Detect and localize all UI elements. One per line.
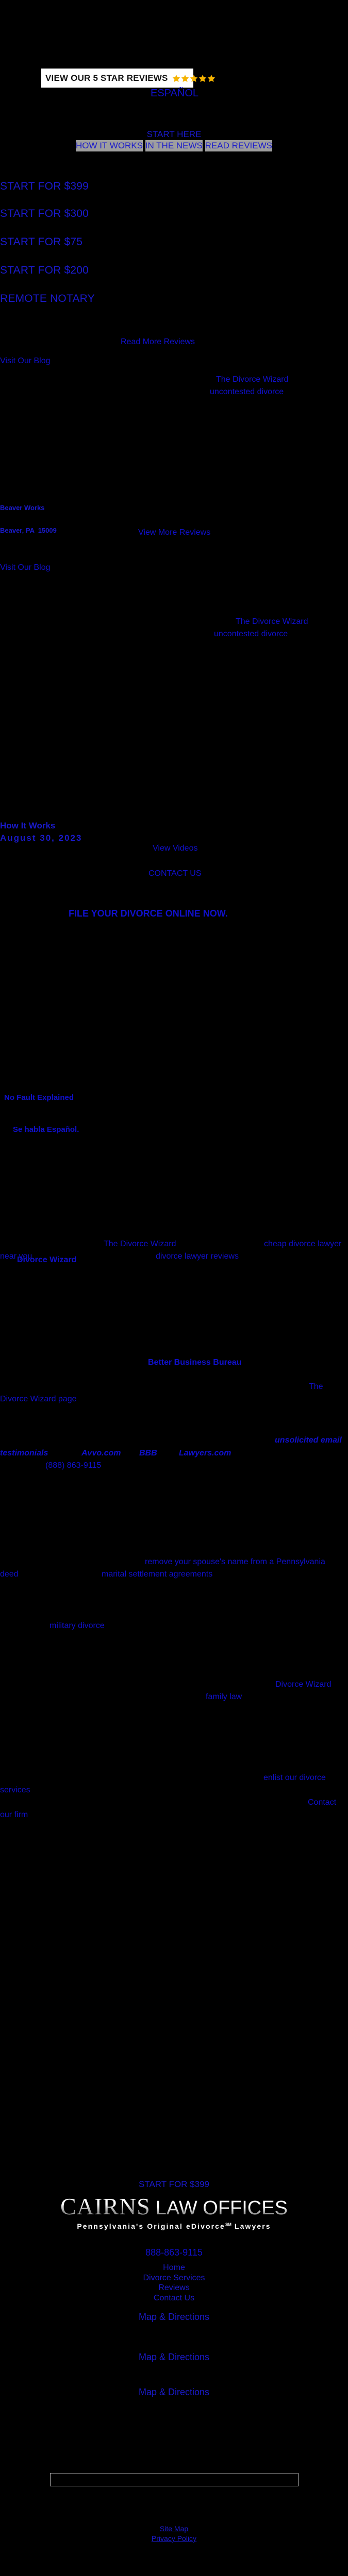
uncontested-divorce-link-2[interactable]: uncontested divorce <box>214 630 288 638</box>
view-videos-link[interactable]: View Videos <box>153 844 198 853</box>
top-nav: START HERE HOW IT WORKS IN THE NEWS READ… <box>0 129 348 151</box>
brand-name-primary: CAIRNS <box>60 2193 151 2219</box>
contact-link[interactable]: Contact <box>308 1798 337 1807</box>
footer-link-divorce-services[interactable]: Divorce Services <box>143 2273 205 2282</box>
near-you-link[interactable]: near you <box>0 1252 32 1261</box>
services-link[interactable]: services <box>0 1786 30 1794</box>
lawyers-com-link[interactable]: Lawyers.com <box>179 1449 231 1458</box>
the-divorce-wizard-link-3[interactable]: The Divorce Wizard <box>104 1240 176 1248</box>
no-fault-explained-link[interactable]: No Fault Explained <box>4 1093 74 1102</box>
family-law-link[interactable]: family law <box>206 1692 242 1701</box>
cta-start-399[interactable]: START FOR $399 <box>0 180 89 192</box>
divorce-wizard-page-link[interactable]: Divorce Wizard page <box>0 1395 77 1403</box>
contact-us-link[interactable]: CONTACT US <box>148 869 202 878</box>
phone-link-mid[interactable]: (888) 863-9115 <box>45 1461 102 1470</box>
how-it-works-date: August 30, 2023 <box>0 833 82 843</box>
deed-link[interactable]: deed <box>0 1570 19 1579</box>
read-more-reviews-link[interactable]: Read More Reviews <box>121 337 195 346</box>
footer-nav: Home Divorce Services Reviews Contact Us <box>0 2263 348 2303</box>
review-badge-label: VIEW OUR 5 STAR REVIEWS <box>45 73 168 83</box>
footer-phone-link[interactable]: 888-863-9115 <box>145 2247 203 2258</box>
view-more-reviews-link[interactable]: View More Reviews <box>138 528 211 537</box>
se-habla-espanol-link[interactable]: Se habla Español. <box>13 1125 79 1134</box>
footer-link-reviews[interactable]: Reviews <box>158 2283 190 2293</box>
better-business-bureau-link[interactable]: Better Business Bureau <box>148 1358 242 1367</box>
cta-start-75[interactable]: START FOR $75 <box>0 236 83 248</box>
the-divorce-wizard-link-2[interactable]: The Divorce Wizard <box>236 617 308 626</box>
nav-item-how-it-works[interactable]: HOW IT WORKS <box>76 140 143 151</box>
cta-remote-notary[interactable]: REMOTE NOTARY <box>0 293 95 304</box>
brand-tagline-suffix: Lawyers <box>231 2222 271 2230</box>
the-text-link[interactable]: The <box>309 1382 323 1391</box>
divorce-wizard-bold-link[interactable]: Divorce Wizard <box>17 1256 77 1264</box>
footer-link-home[interactable]: Home <box>163 2263 185 2272</box>
divorce-wizard-link-4[interactable]: Divorce Wizard <box>275 1680 332 1689</box>
footer-link-contact-us[interactable]: Contact Us <box>153 2293 195 2302</box>
cheap-divorce-lawyer-link[interactable]: cheap divorce lawyer <box>264 1240 342 1248</box>
bbb-link[interactable]: BBB <box>139 1449 157 1458</box>
brand-tagline: Pennsylvania's Original eDivorceSM Lawye… <box>0 2222 348 2230</box>
star-icon <box>190 74 198 82</box>
map-directions-link-2[interactable]: Map & Directions <box>138 2352 210 2362</box>
map-directions-link-1[interactable]: Map & Directions <box>138 2312 210 2322</box>
remove-spouse-name-link[interactable]: remove your spouse's name from a Pennsyl… <box>145 1557 325 1566</box>
how-it-works-heading: How It Works <box>0 821 56 831</box>
nav-item-start-here[interactable]: START HERE <box>146 129 202 139</box>
address-line-2: Beaver, PA 15009 <box>0 526 57 534</box>
uncontested-divorce-link[interactable]: uncontested divorce <box>210 387 284 396</box>
nav-item-in-the-news[interactable]: IN THE NEWS <box>145 140 203 151</box>
brand-tagline-prefix: Pennsylvania's Original eDivorce <box>77 2222 225 2230</box>
visit-our-blog-link[interactable]: Visit Our Blog <box>0 563 51 572</box>
star-icon <box>198 74 207 82</box>
star-rating <box>172 74 216 82</box>
brand-name-secondary: LAW OFFICES <box>155 2197 288 2219</box>
testimonials-link[interactable]: testimonials <box>0 1449 48 1458</box>
nav-item-read-reviews[interactable]: READ REVIEWS <box>205 140 272 151</box>
address-line-1: Beaver Works <box>0 504 45 512</box>
marital-settlement-agreements-link[interactable]: marital settlement agreements <box>102 1570 213 1579</box>
divorce-lawyer-reviews-link[interactable]: divorce lawyer reviews <box>156 1252 239 1261</box>
footer-cta-start-399[interactable]: START FOR $399 <box>139 2179 209 2189</box>
file-online-link[interactable]: FILE YOUR DIVORCE ONLINE NOW. <box>69 908 228 919</box>
visit-our-blog-link-top[interactable]: Visit Our Blog <box>0 357 51 365</box>
review-badge[interactable]: VIEW OUR 5 STAR REVIEWS <box>41 69 215 88</box>
unsolicited-email-link[interactable]: unsolicited email <box>275 1436 342 1445</box>
cta-start-300[interactable]: START FOR $300 <box>0 208 89 219</box>
site-map-link[interactable]: Site Map <box>159 2524 189 2533</box>
star-icon <box>181 74 189 82</box>
map-directions-link-3[interactable]: Map & Directions <box>138 2387 210 2397</box>
espanol-link[interactable]: ESPAÑOL <box>151 88 198 99</box>
brand-tagline-sm: SM <box>225 2222 231 2227</box>
address-block: Beaver Works Beaver, PA 15009 <box>0 489 57 549</box>
legal-links: Site Map Privacy Policy <box>0 2524 348 2544</box>
cta-start-200[interactable]: START FOR $200 <box>0 264 89 276</box>
star-icon <box>207 74 216 82</box>
military-divorce-link[interactable]: military divorce <box>49 1621 105 1630</box>
our-firm-link[interactable]: our firm <box>0 1810 28 1819</box>
privacy-policy-link[interactable]: Privacy Policy <box>151 2534 197 2543</box>
enlist-our-divorce-link[interactable]: enlist our divorce <box>263 1773 326 1782</box>
avvo-link[interactable]: Avvo.com <box>81 1449 121 1458</box>
star-icon <box>172 74 180 82</box>
the-divorce-wizard-link[interactable]: The Divorce Wizard <box>216 375 289 384</box>
bottom-input-box[interactable] <box>50 2473 299 2486</box>
